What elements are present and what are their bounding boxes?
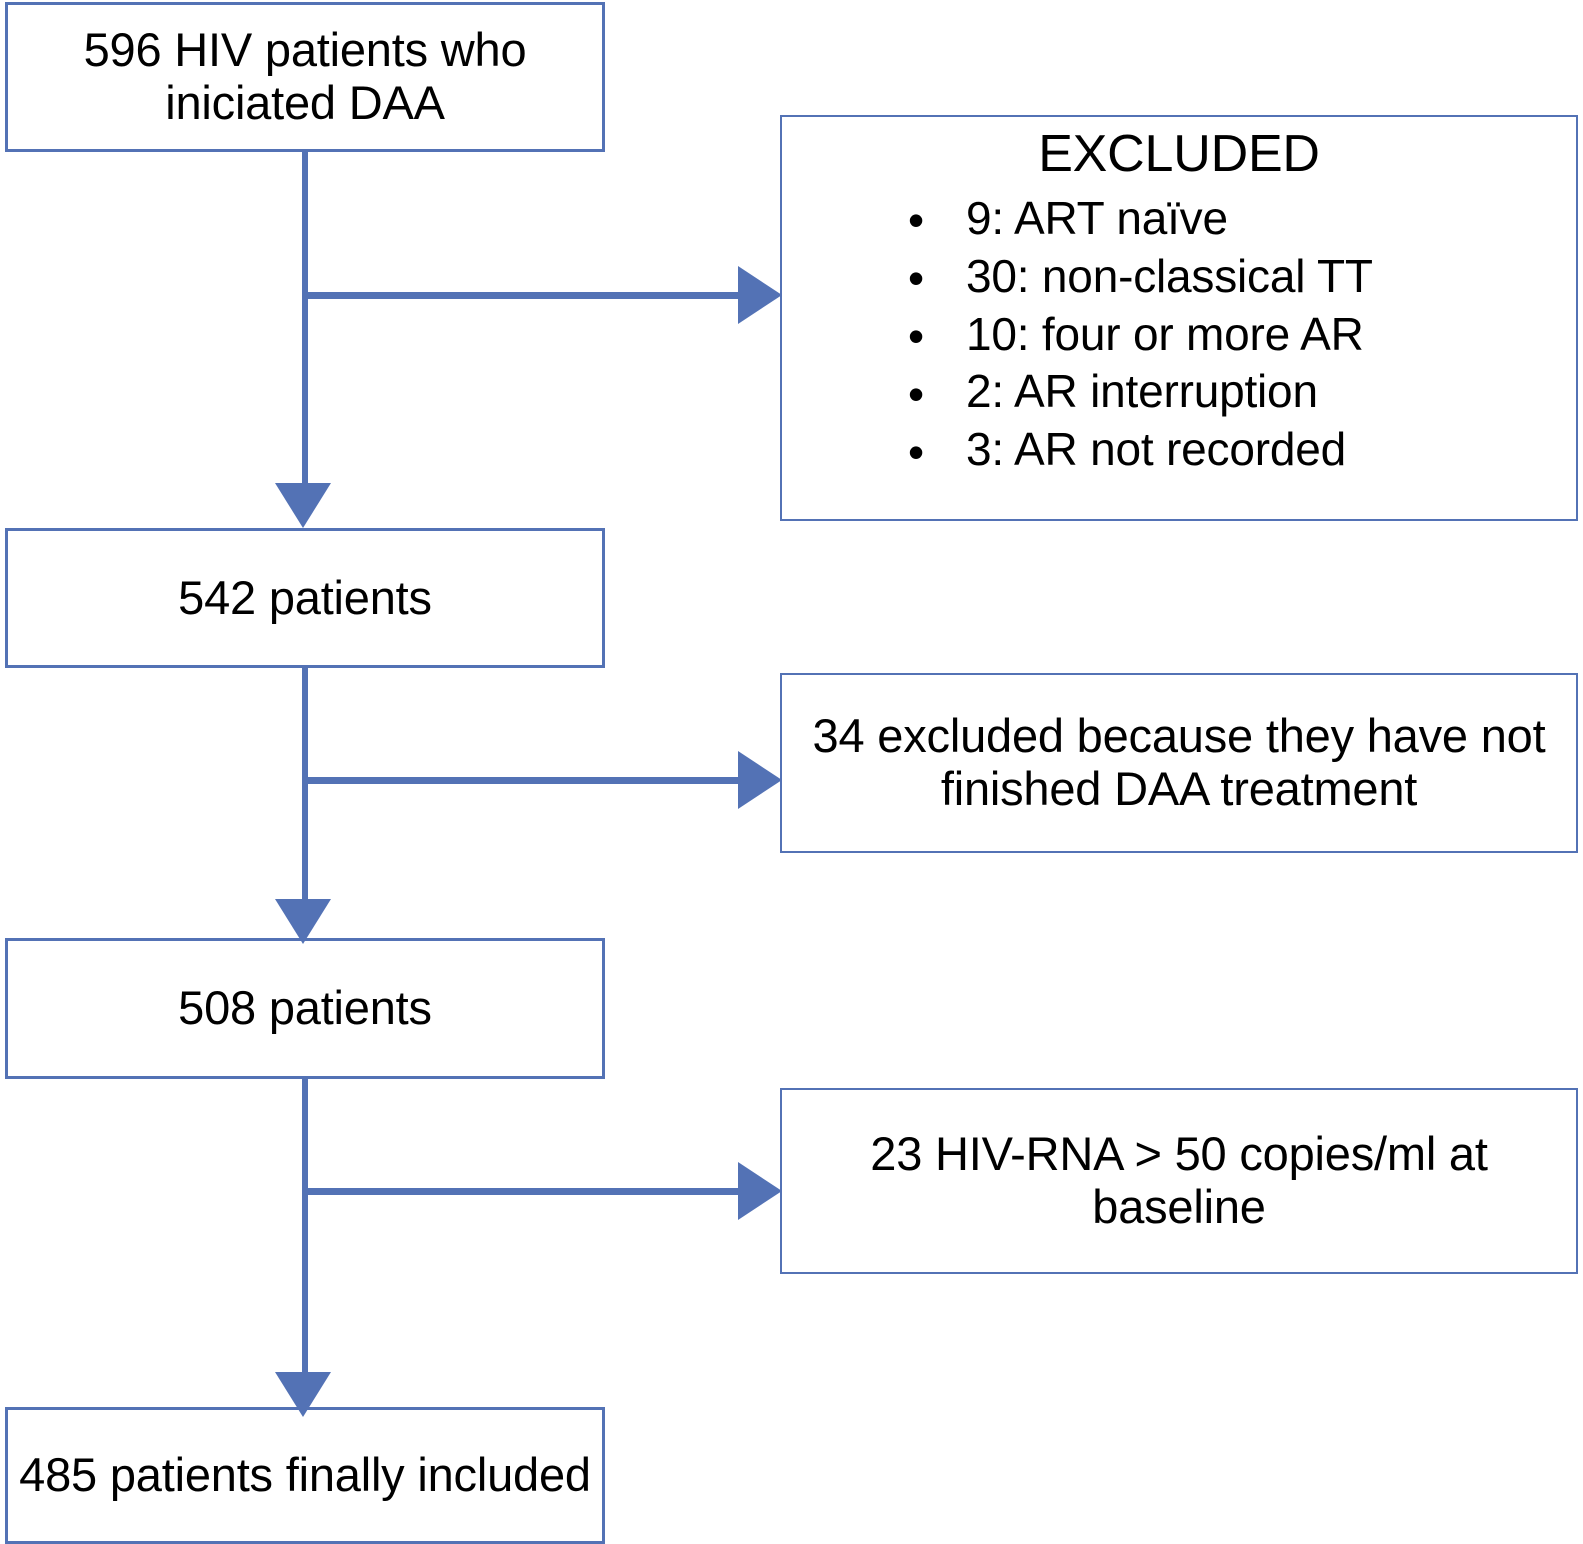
- connector-vertical-508-to-485: [302, 1077, 308, 1395]
- excluded-title: EXCLUDED: [1038, 125, 1320, 183]
- connector-horizontal-to-excluded: [305, 292, 760, 299]
- list-item: • 3: AR not recorded: [908, 421, 1558, 479]
- bullet-icon: •: [908, 368, 924, 421]
- connector-vertical-596-to-542: [302, 150, 308, 498]
- node-after-second-exclusion: 508 patients: [5, 938, 605, 1079]
- bullet-icon: •: [908, 194, 924, 247]
- excluded-reason-text: 10: four or more AR: [966, 307, 1364, 360]
- node-after-first-exclusion: 542 patients: [5, 528, 605, 668]
- node-excluded-reasons: EXCLUDED • 9: ART naïve • 30: non-classi…: [780, 115, 1578, 521]
- excluded-reason-text: 30: non-classical TT: [966, 249, 1373, 302]
- list-item: • 10: four or more AR: [908, 306, 1558, 364]
- arrow-down-icon: [275, 483, 331, 528]
- list-item: • 9: ART naïve: [908, 190, 1558, 248]
- node-after-second-exclusion-label: 508 patients: [178, 981, 432, 1035]
- arrow-down-icon: [275, 899, 331, 944]
- node-exclusion-hiv-rna-baseline-label: 23 HIV-RNA > 50 copies/ml at baseline: [870, 1127, 1488, 1233]
- excluded-reason-list: • 9: ART naïve • 30: non-classical TT • …: [800, 190, 1558, 480]
- node-final-cohort: 485 patients finally included: [5, 1407, 605, 1544]
- excluded-reason-text: 3: AR not recorded: [966, 423, 1346, 476]
- node-initial-cohort: 596 HIV patients who iniciated DAA: [5, 2, 605, 152]
- arrow-right-icon: [738, 1162, 782, 1220]
- list-item: • 2: AR interruption: [908, 363, 1558, 421]
- excluded-reason-text: 9: ART naïve: [966, 191, 1228, 244]
- excluded-reason-text: 2: AR interruption: [966, 365, 1318, 418]
- node-exclusion-not-finished-daa-label: 34 excluded because they have not finish…: [812, 709, 1546, 815]
- node-initial-cohort-label: 596 HIV patients who iniciated DAA: [83, 23, 527, 129]
- node-exclusion-hiv-rna-baseline: 23 HIV-RNA > 50 copies/ml at baseline: [780, 1088, 1578, 1274]
- arrow-right-icon: [738, 266, 782, 324]
- node-final-cohort-label: 485 patients finally included: [19, 1448, 591, 1502]
- connector-vertical-542-to-508: [302, 666, 308, 919]
- connector-horizontal-to-exclusion-3: [305, 1188, 760, 1195]
- bullet-icon: •: [908, 426, 924, 479]
- bullet-icon: •: [908, 310, 924, 363]
- node-after-first-exclusion-label: 542 patients: [178, 570, 432, 624]
- node-exclusion-not-finished-daa: 34 excluded because they have not finish…: [780, 673, 1578, 853]
- bullet-icon: •: [908, 252, 924, 305]
- list-item: • 30: non-classical TT: [908, 248, 1558, 306]
- connector-horizontal-to-exclusion-2: [305, 777, 760, 784]
- arrow-right-icon: [738, 751, 782, 809]
- arrow-down-icon: [275, 1372, 331, 1417]
